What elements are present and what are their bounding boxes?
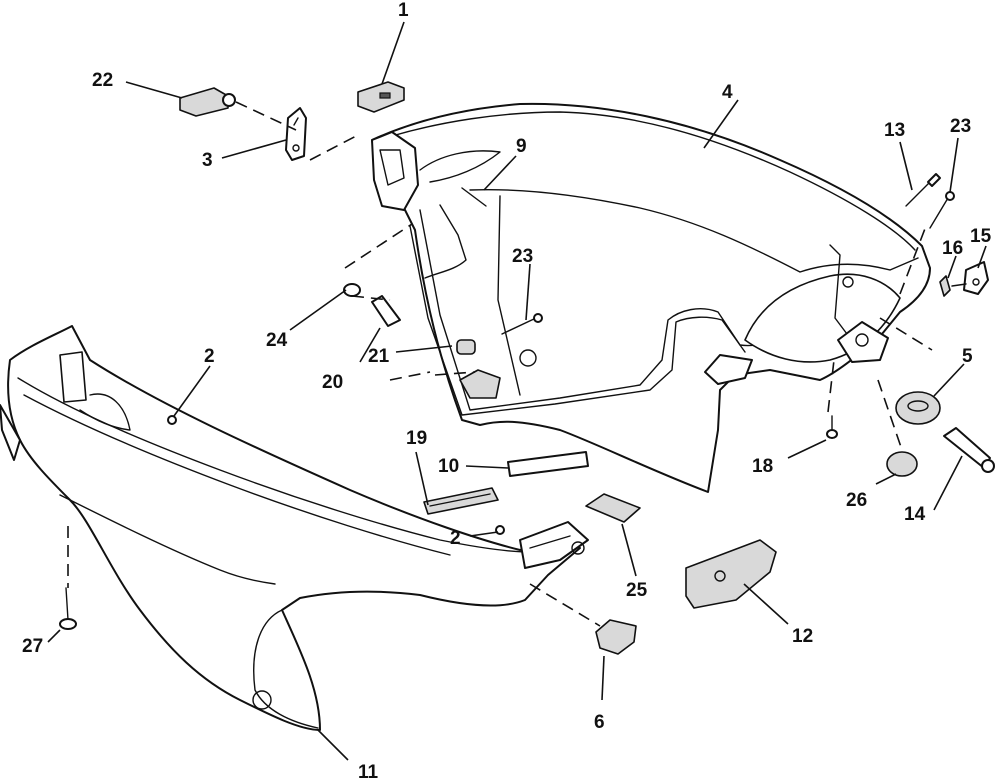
part-23-screw-right: [929, 191, 955, 229]
part-12-bracket: [685, 539, 777, 609]
part-6-clip: [595, 619, 637, 655]
callout-12: 12: [792, 626, 813, 647]
part-10-pin: [507, 451, 589, 477]
part-16-nut: [939, 275, 951, 297]
callout-5: 5: [962, 346, 973, 367]
callout-9: 9: [516, 136, 527, 157]
callout-16: 16: [942, 238, 963, 259]
part-19-strip: [423, 487, 499, 515]
callout-23-right: 23: [950, 116, 971, 137]
part-13-screw: [905, 173, 941, 207]
callout-18: 18: [752, 456, 773, 477]
part-23-screw-center: [501, 313, 543, 335]
callout-14: 14: [904, 504, 926, 525]
callout-10: 10: [438, 456, 459, 477]
callout-22: 22: [92, 70, 113, 91]
part-24-washer: [343, 283, 361, 297]
callout-11: 11: [358, 762, 379, 779]
callout-23-center: 23: [512, 246, 533, 267]
part-9-screw: [461, 187, 487, 207]
part-2-nut-left: [167, 415, 177, 425]
assembly-lines: [67, 101, 933, 627]
part-27-bolt: [59, 587, 77, 630]
callout-4: 4: [722, 82, 733, 103]
part-18-screw: [826, 415, 838, 439]
callout-21: 21: [368, 346, 390, 367]
part-5-grommet: [895, 391, 941, 425]
callout-1: 1: [398, 0, 409, 21]
callout-13: 13: [884, 120, 905, 141]
part-25-pad: [585, 493, 641, 523]
callout-2-left: 2: [204, 346, 215, 367]
callout-labels: 1 22 3 4 9 13 23 16 15 5 23 24 20 21 2 1…: [22, 0, 992, 779]
callout-26: 26: [846, 490, 867, 511]
callout-25: 25: [626, 580, 648, 601]
part-14-latch-pin: [943, 427, 995, 473]
callout-19: 19: [406, 428, 427, 449]
upper-motor-cover: [371, 102, 931, 493]
callout-20: 20: [322, 372, 343, 393]
part-15-bracket: [951, 261, 989, 295]
callout-27: 27: [22, 636, 43, 657]
callout-2-center: 2: [450, 528, 461, 549]
callout-6: 6: [594, 712, 605, 733]
part-1-clip: [357, 81, 405, 113]
part-22-latch: [179, 87, 236, 117]
part-20-bolt: [371, 295, 401, 327]
part-3-hook: [285, 107, 307, 161]
part-26-plug: [886, 451, 918, 477]
lower-motor-cover: [0, 325, 589, 731]
leader-lines: [47, 21, 987, 761]
callout-3: 3: [202, 150, 213, 171]
callout-24: 24: [266, 330, 288, 351]
callout-15: 15: [970, 226, 992, 247]
